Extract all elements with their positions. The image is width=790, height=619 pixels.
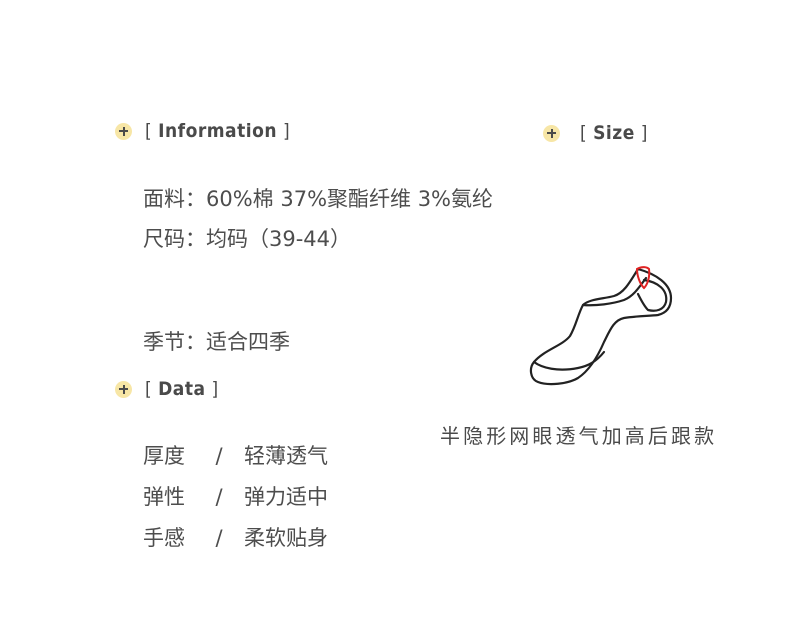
data-heading-text: [ Data ] (145, 378, 219, 400)
information-heading: [ Information ] (115, 119, 290, 143)
data-row-feel: 手感 / 柔软贴身 (143, 524, 328, 552)
data-row-key: 厚度 (143, 444, 185, 468)
data-row-key: 手感 (143, 526, 185, 550)
data-row-elasticity: 弹性 / 弹力适中 (143, 483, 328, 511)
data-row-thickness: 厚度 / 轻薄透气 (143, 442, 328, 470)
information-heading-text: [ Information ] (145, 120, 291, 142)
plus-circle-icon (115, 380, 132, 398)
data-row-value: 轻薄透气 (244, 444, 328, 468)
size-caption: 半隐形网眼透气加高后跟款 (440, 424, 718, 448)
sock-icon (529, 266, 673, 386)
plus-circle-icon (543, 124, 560, 142)
fabric-line: 面料：60%棉 37%聚酯纤维 3%氨纶 (143, 187, 494, 211)
data-row-value: 弹力适中 (244, 485, 328, 509)
data-row-key: 弹性 (143, 485, 185, 509)
size-line: 尺码：均码（39-44） (143, 227, 352, 251)
data-row-separator: / (215, 526, 223, 550)
data-heading: [ Data ] (115, 377, 219, 401)
plus-circle-icon (115, 122, 132, 140)
size-heading: [ Size ] (543, 121, 648, 145)
data-row-value: 柔软贴身 (244, 526, 328, 550)
season-line: 季节：适合四季 (143, 330, 290, 354)
data-row-separator: / (215, 485, 223, 509)
data-row-separator: / (215, 444, 223, 468)
size-heading-text: [ Size ] (580, 122, 648, 144)
